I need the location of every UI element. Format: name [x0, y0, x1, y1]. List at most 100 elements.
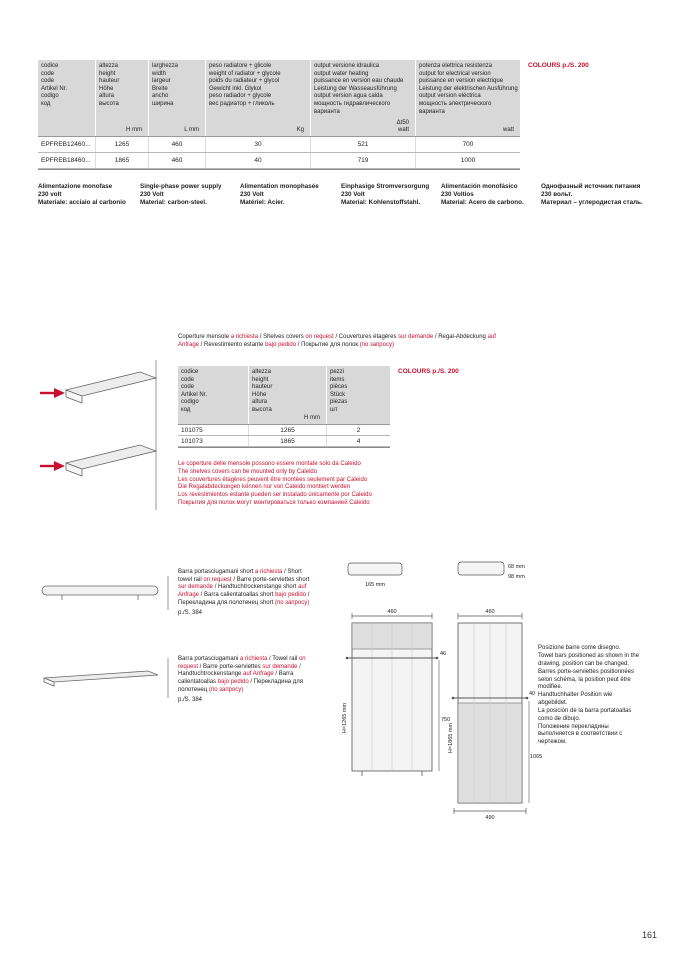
- text-segment: / Couvertures étagères: [333, 334, 399, 340]
- header-line: ancho: [152, 93, 169, 100]
- rail-top-view-long: 68 mm 98 mm: [457, 561, 525, 580]
- text-line: Material: Acero de carbono.: [441, 198, 524, 206]
- table-row: EPFREB12460... 1265 460 30 521 700: [38, 137, 520, 153]
- header-line: code: [181, 384, 195, 391]
- unit-label: Kg: [296, 127, 304, 133]
- header-line: Stück: [330, 391, 346, 398]
- spec-table: codice code code Artikel Nr. codigo код …: [38, 60, 520, 170]
- power-note-en: Single-phase power supply 230 Volt Mater…: [140, 183, 236, 206]
- header-line: height: [99, 70, 116, 77]
- header-line: output for electrical version: [419, 70, 491, 77]
- col-header-height: altezza height hauteur Höhe altura высот…: [248, 366, 326, 424]
- text-line: Материал – углеродистая сталь.: [541, 198, 643, 206]
- header-line: вес радиатор + гликоль: [209, 100, 275, 107]
- header-line: codigo: [181, 399, 199, 406]
- cell-weight: 40: [205, 153, 310, 168]
- text-segment: / Handtuchtrockenstange short: [213, 584, 299, 591]
- header-line: высота: [252, 406, 272, 413]
- header-line: altura: [99, 93, 115, 100]
- page-reference: p./S. 384: [178, 609, 203, 616]
- power-note-it: Alimentazione monofase 230 volt Material…: [38, 183, 134, 206]
- header-line: Artikel Nr.: [41, 85, 68, 92]
- cell-hydraulic-output: 719: [310, 153, 415, 168]
- cell-height: 1865: [95, 153, 148, 168]
- spec-table-header: codice code code Artikel Nr. codigo код …: [38, 60, 520, 137]
- text-segment: auf Anfrage: [243, 671, 274, 678]
- radiator-front-view-1865: 460 H=1865 mm 40 1065 490: [448, 609, 542, 821]
- header-line: высота: [99, 100, 119, 107]
- shelf-table-header: codice code code Artikel Nr. codigo код …: [178, 366, 390, 425]
- header-line: код: [41, 100, 51, 107]
- text-segment: auf Anfrage: [178, 584, 307, 599]
- text-segment: on request: [305, 334, 334, 340]
- header-line: pièces: [330, 384, 348, 391]
- text-segment: / Revestimiento estante: [199, 341, 266, 348]
- dim-label: 165 mm: [365, 582, 385, 588]
- header-line: peso radiador + glycole: [209, 93, 272, 100]
- text-segment: sur demande: [398, 334, 434, 340]
- col-header-height: altezza height hauteur Höhe altura высот…: [95, 60, 148, 136]
- dim-label: 68 mm: [508, 564, 525, 570]
- text-segment: (по запросу): [209, 686, 244, 693]
- header-line: Höhe: [252, 391, 267, 398]
- text-segment: / Barre porte-serviettes short: [231, 576, 310, 583]
- towel-rail-note: Barra portasciugamani a richiesta / Towe…: [178, 656, 310, 704]
- colours-page-reference: COLOURS p./S. 200: [398, 368, 459, 375]
- header-line: altura: [252, 399, 268, 406]
- text-line: 230 Volt: [240, 190, 264, 198]
- header-line: puissance en version electrique: [419, 78, 504, 85]
- cell-width: 460: [148, 137, 205, 152]
- text-line: Alimentación monofásico: [441, 183, 518, 190]
- text-segment: sur demande: [178, 584, 214, 591]
- col-header-code: codice code code Artikel Nr. codigo код: [178, 366, 248, 424]
- header-line: ширина: [152, 100, 174, 107]
- warning-line: Los revestimientos estante pueden ser in…: [178, 492, 372, 499]
- shelf-table: codice code code Artikel Nr. codigo код …: [178, 366, 390, 448]
- text-line: Alimentazione monofase: [38, 183, 113, 190]
- dim-label: 750: [441, 717, 450, 723]
- text-line: 230 volt: [38, 190, 62, 198]
- header-line: output version eléctrica: [419, 93, 481, 100]
- text-segment: (по запросу): [359, 341, 394, 348]
- text-segment: a richiesta: [255, 569, 283, 575]
- dim-label: 460: [485, 609, 494, 615]
- header-line: codigo: [41, 93, 59, 100]
- text-line: 230 Voltios: [441, 190, 474, 198]
- header-line: hauteur: [252, 384, 273, 391]
- text-segment: / Short towel rail: [178, 569, 302, 583]
- dim-label: 1065: [530, 754, 542, 760]
- unit-label: L mm: [184, 127, 199, 133]
- shelves-drawing: [38, 360, 178, 515]
- shelves-cover-note: Coperture mensole a richiesta / Shelves …: [178, 334, 516, 349]
- dim-label: H=1865 mm: [448, 723, 454, 754]
- warning-line: Le coperture delle mensole possono esser…: [178, 461, 361, 467]
- unit-label: H mm: [126, 127, 142, 133]
- text-segment: Coperture mensole: [178, 334, 231, 340]
- spec-table-body: EPFREB12460... 1265 460 30 521 700 EPFRE…: [38, 137, 520, 170]
- product-code: 101073: [181, 437, 203, 445]
- text-line: Single-phase power supply: [140, 183, 222, 190]
- header-line: Leistung der elektrischen Ausführung: [419, 85, 518, 92]
- towel-shelf-drawing: [38, 658, 183, 703]
- col-header-width: larghezza width largeur Breite ancho шир…: [148, 60, 205, 136]
- header-line: items: [330, 376, 345, 383]
- header-line: poids du radiateur + glycol: [209, 78, 280, 85]
- header-line: weight of radiator + glycole: [209, 70, 281, 77]
- text-segment: bajo pedido: [217, 679, 249, 686]
- product-code: EPFREB12460...: [41, 141, 91, 148]
- table-row: EPFREB18460... 1865 460 40 719 1000: [38, 153, 520, 169]
- pointer-arrow-icon: [40, 461, 65, 471]
- text-line: Material: Kohlenstoffstahl.: [341, 198, 421, 206]
- page-number: 161: [642, 930, 658, 940]
- shelf-top-drawing: [64, 371, 158, 404]
- product-code: EPFREB18460...: [41, 157, 91, 164]
- header-line: output versione idraulica: [314, 63, 380, 69]
- table-row: 101073 1865 4: [178, 436, 390, 447]
- colours-page-reference: COLOURS p./S. 200: [528, 62, 589, 69]
- shelf-table-body: 101075 1265 2 101073 1865 4: [178, 425, 390, 448]
- note-line: Posizione barre come disegno.: [538, 645, 621, 651]
- unit-label: watt: [502, 127, 514, 133]
- towel-rail-short-note: Barra portasciugamani short a richiesta …: [178, 569, 312, 617]
